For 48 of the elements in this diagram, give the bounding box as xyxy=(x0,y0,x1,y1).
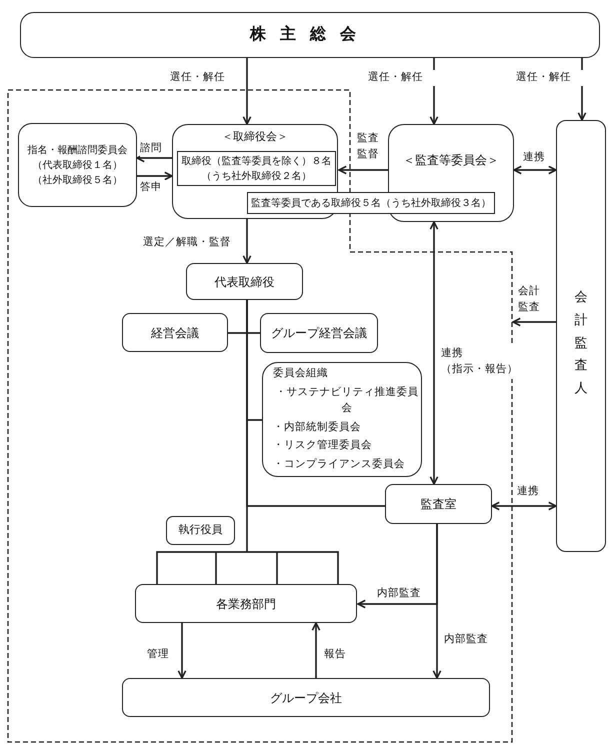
box-title: 取締役（監査等委員を除く）８名（うち社外取締役２名） xyxy=(180,154,332,184)
arrow xyxy=(312,622,320,678)
box-title: グループ会社 xyxy=(270,690,342,706)
box-title: 委員会組織 xyxy=(273,366,328,382)
arrow xyxy=(137,172,173,180)
rounded-box xyxy=(122,678,490,717)
box-title: ＜取締役会＞ xyxy=(222,130,288,145)
box-title: 会計監査人 xyxy=(574,288,588,397)
box-text: ・内部統制委員会 xyxy=(273,420,361,434)
edge-label: 連携 xyxy=(523,150,553,166)
edge-label: 選任・解任 xyxy=(368,70,438,86)
box-title: 指名・報酬諮問委員会 xyxy=(28,144,128,158)
box-title: 監査等委員である取締役５名（うち社外取締役３名） xyxy=(251,196,491,210)
arrow xyxy=(178,623,186,679)
rounded-box xyxy=(135,584,357,623)
box-title: 代表取締役 xyxy=(214,274,274,290)
rounded-box xyxy=(186,263,303,300)
box-text: （社外取締役５名） xyxy=(32,174,122,188)
box-text: （代表取締役１名） xyxy=(32,158,122,172)
rounded-box xyxy=(260,313,378,353)
rounded-box xyxy=(166,516,235,545)
box-title: グループ経営会議 xyxy=(271,325,367,342)
arrow xyxy=(432,524,442,679)
arrow xyxy=(512,318,556,326)
box-text: ・コンプライアンス委員会 xyxy=(273,457,405,472)
rounded-box xyxy=(18,123,137,207)
box-title: 経営会議 xyxy=(151,324,199,342)
arrow xyxy=(136,154,172,162)
arrow xyxy=(513,166,557,174)
banner-box xyxy=(20,12,600,58)
edge-label: 選任・解任 xyxy=(516,70,586,86)
rounded-box xyxy=(122,313,228,352)
box-title: ＜監査等委員会＞ xyxy=(403,152,499,169)
rounded-box xyxy=(385,484,492,524)
arrow xyxy=(491,502,557,510)
arrow xyxy=(430,221,438,485)
rectangle-box xyxy=(247,192,495,214)
box-title: 執行役員 xyxy=(178,523,222,538)
arrow xyxy=(242,58,252,125)
box-text: ・リスク管理委員会 xyxy=(273,438,372,454)
rounded-box xyxy=(262,362,422,477)
box-title: 監査室 xyxy=(420,496,456,513)
box-text: ・サステナビリティ推進委員会 xyxy=(274,385,420,416)
box-title: 各業務部門 xyxy=(216,596,276,612)
box-title: 株主総会 xyxy=(250,24,370,45)
arrow xyxy=(338,166,388,174)
tall-box xyxy=(556,120,606,552)
arrow xyxy=(242,219,252,264)
